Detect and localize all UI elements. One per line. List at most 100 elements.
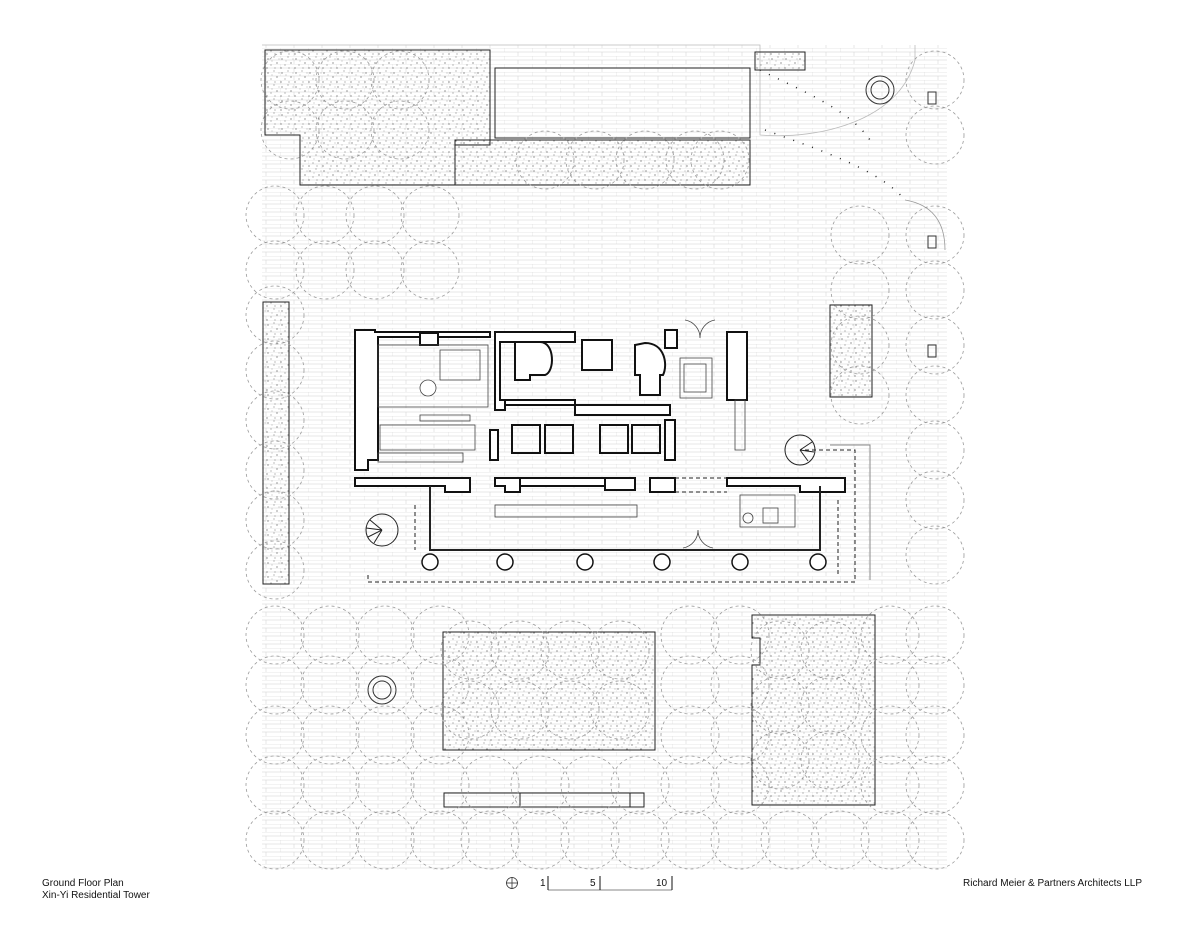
tree-canopy: [560, 810, 620, 870]
scale-label-10: 10: [656, 878, 668, 889]
tree-canopy: [860, 810, 920, 870]
tree-canopy: [245, 810, 305, 870]
tree-canopy: [345, 185, 405, 245]
tree-canopy: [510, 810, 570, 870]
tree-canopy: [300, 605, 360, 665]
tree-canopy: [660, 605, 720, 665]
tree-canopy: [295, 185, 355, 245]
scale-label-5: 5: [590, 878, 596, 889]
tree-canopy: [690, 130, 750, 190]
tree-canopy: [710, 705, 770, 765]
tree-canopy: [245, 605, 305, 665]
tree-canopy: [905, 50, 965, 110]
tree-canopy: [905, 705, 965, 765]
scale-label-1: 1: [540, 878, 546, 889]
tree-canopy: [560, 755, 620, 815]
tree-canopy: [800, 620, 860, 680]
column: [576, 553, 594, 571]
tree-canopy: [300, 810, 360, 870]
tree-canopy: [245, 285, 305, 345]
tree-canopy: [440, 620, 500, 680]
tree-canopy: [490, 680, 550, 740]
project-name: Xin-Yi Residential Tower: [42, 890, 150, 901]
tree-canopy: [610, 810, 670, 870]
tree-canopy: [710, 655, 770, 715]
tree-canopy: [315, 50, 375, 110]
tree-canopy: [660, 705, 720, 765]
tree-canopy: [245, 340, 305, 400]
tree-canopy: [510, 755, 570, 815]
tree-canopy: [860, 755, 920, 815]
column: [809, 553, 827, 571]
tree-canopy: [905, 105, 965, 165]
tree-canopy: [440, 680, 500, 740]
tree-canopy: [300, 755, 360, 815]
structural-columns: [421, 553, 827, 571]
tree-canopy: [400, 185, 460, 245]
column: [496, 553, 514, 571]
tree-canopy: [905, 315, 965, 375]
tree-canopy: [245, 185, 305, 245]
tree-canopy: [905, 260, 965, 320]
tree-canopy: [515, 130, 575, 190]
plaza-features: [367, 69, 937, 705]
tree-canopy: [905, 420, 965, 480]
tree-canopy: [260, 50, 320, 110]
tree-canopy: [750, 675, 810, 735]
tree-canopy: [905, 205, 965, 265]
tree-canopy: [460, 755, 520, 815]
tree-canopy: [245, 440, 305, 500]
tree-canopy: [260, 100, 320, 160]
tree-canopy: [540, 680, 600, 740]
tree-canopy: [345, 240, 405, 300]
plan-title: Ground Floor Plan: [42, 878, 124, 889]
tree-canopy: [905, 605, 965, 665]
tree-canopy: [905, 655, 965, 715]
spiral-stairs: [365, 434, 816, 547]
tree-canopy: [660, 810, 720, 870]
tree-canopy: [800, 730, 860, 790]
tree-canopy: [710, 810, 770, 870]
tree-canopy: [295, 240, 355, 300]
tree-canopy: [830, 205, 890, 265]
tree-canopy: [355, 810, 415, 870]
tree-canopy: [905, 525, 965, 585]
tree-canopy: [355, 705, 415, 765]
tree-canopy: [245, 390, 305, 450]
tree-canopy: [245, 705, 305, 765]
tree-canopy: [710, 605, 770, 665]
tree-canopy: [460, 810, 520, 870]
tree-canopy: [750, 620, 810, 680]
tree-canopy: [410, 605, 470, 665]
tree-canopy: [760, 810, 820, 870]
tree-canopy: [410, 810, 470, 870]
tree-canopies: [245, 50, 965, 870]
tree-canopy: [660, 755, 720, 815]
tree-canopy: [355, 655, 415, 715]
tree-canopy: [590, 680, 650, 740]
tree-canopy: [370, 100, 430, 160]
tree-canopy: [540, 620, 600, 680]
tree-canopy: [905, 365, 965, 425]
caption-block: Ground Floor Plan Xin-Yi Residential Tow…: [42, 878, 150, 902]
tree-canopy: [400, 240, 460, 300]
tree-canopy: [315, 100, 375, 160]
north-arrow-icon: [506, 877, 518, 889]
tree-canopy: [490, 620, 550, 680]
column: [421, 553, 439, 571]
tree-canopy: [860, 655, 920, 715]
tree-canopy: [370, 50, 430, 110]
tree-canopy: [245, 655, 305, 715]
tree-canopy: [610, 755, 670, 815]
tree-canopy: [590, 620, 650, 680]
tree-canopy: [410, 655, 470, 715]
tree-canopy: [300, 655, 360, 715]
tree-canopy: [665, 130, 725, 190]
tree-canopy: [830, 365, 890, 425]
tree-canopy: [245, 490, 305, 550]
glass-line: [367, 444, 871, 583]
tree-canopy: [905, 470, 965, 530]
tree-canopy: [565, 130, 625, 190]
tree-canopy: [905, 755, 965, 815]
